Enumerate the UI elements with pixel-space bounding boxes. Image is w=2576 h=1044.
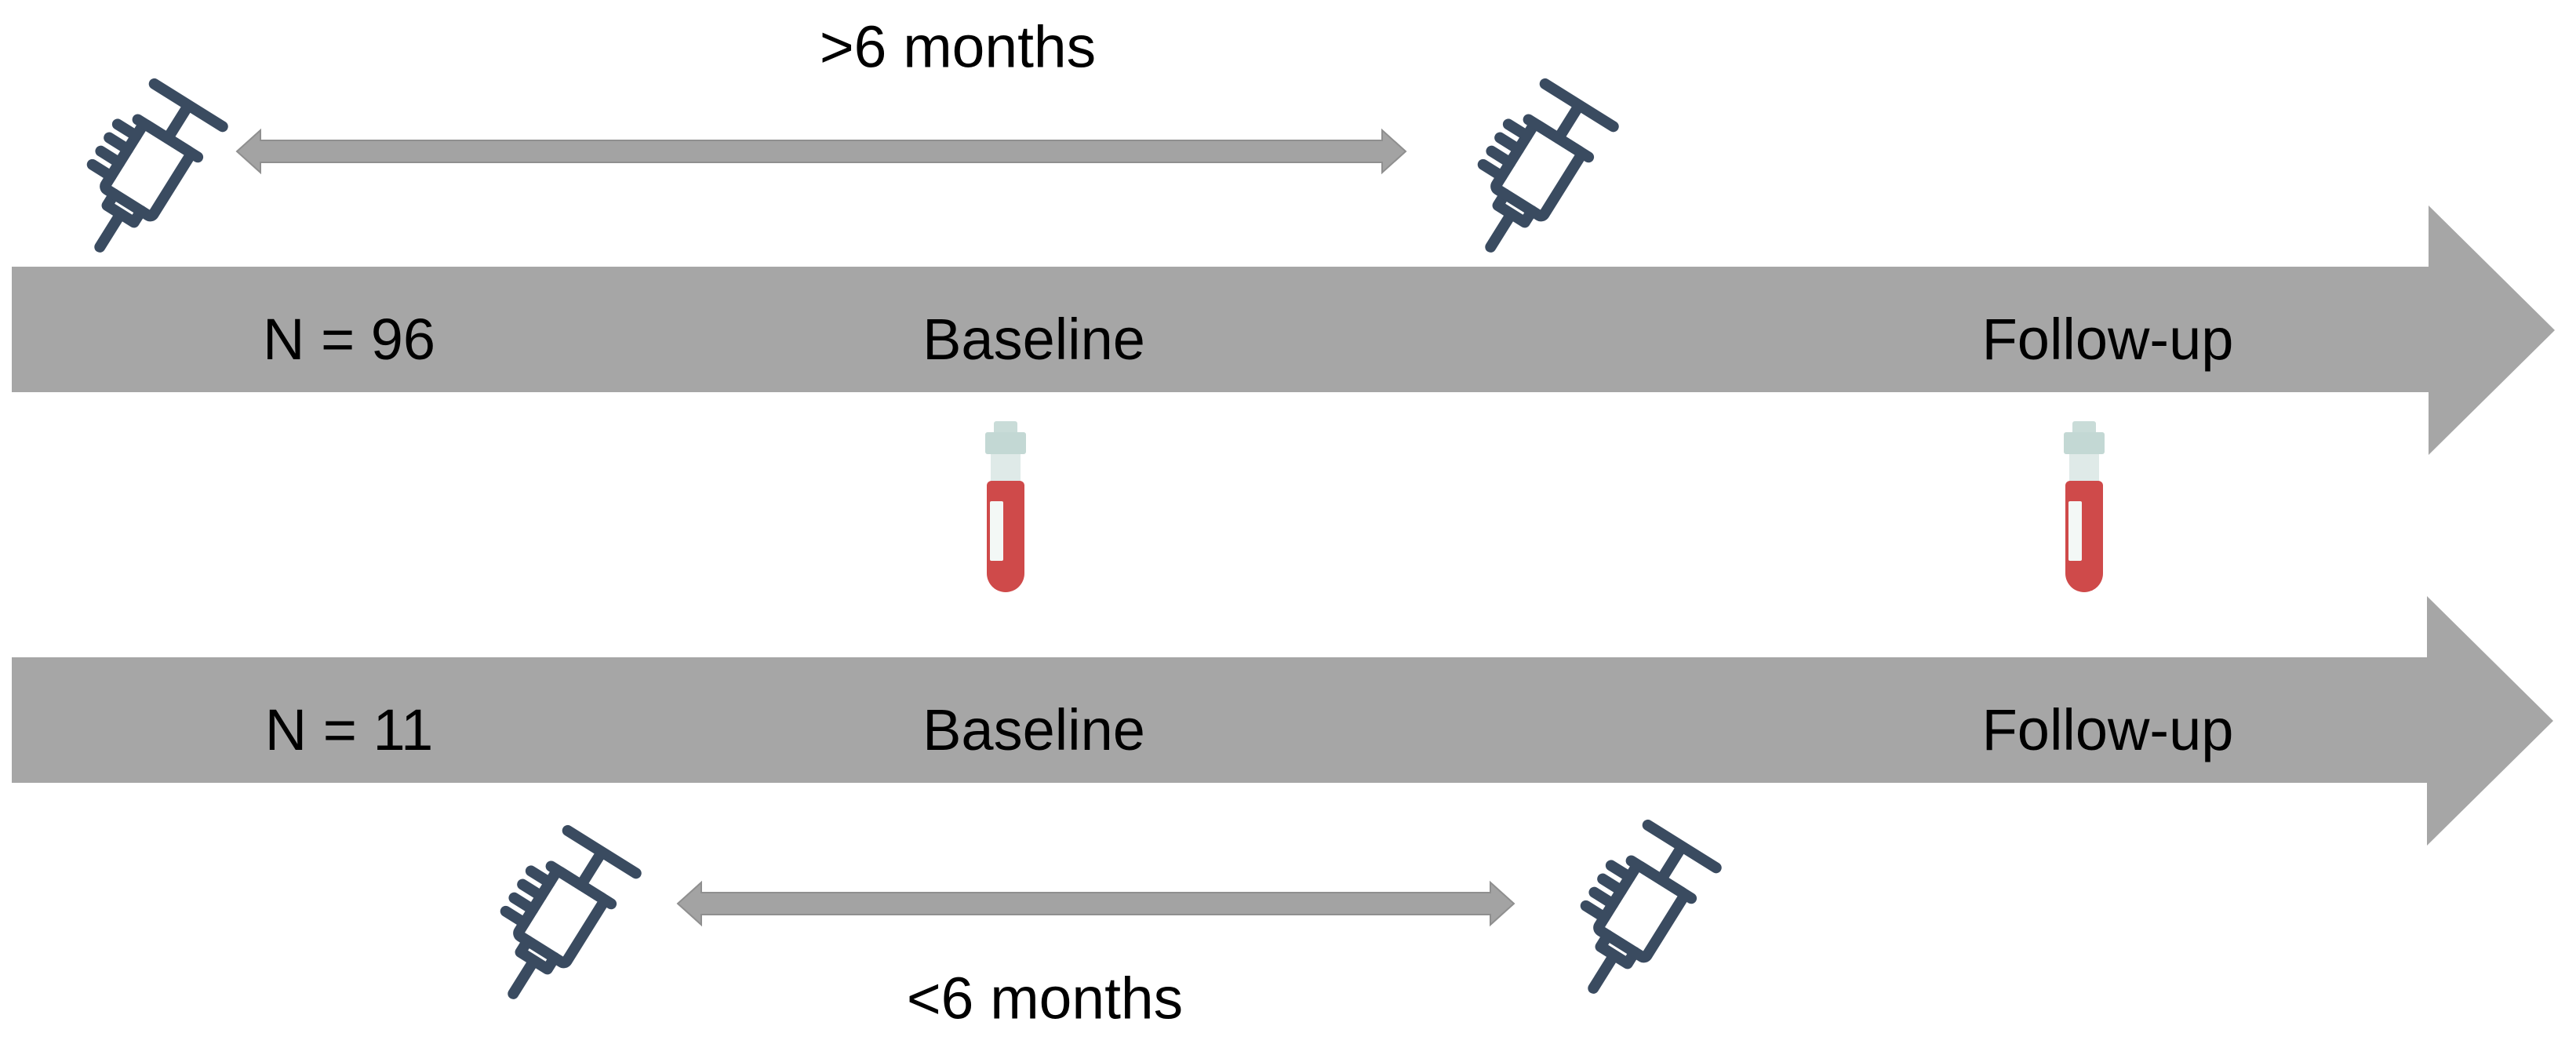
- top-interval-double-arrow: [235, 128, 1407, 175]
- bottom-interval-double-arrow-shape: [676, 880, 1515, 927]
- blood-tube-blood: [2065, 481, 2103, 592]
- syringe-icon-strokes: [500, 824, 642, 999]
- syringe-icon-strokes: [1477, 78, 1619, 253]
- blood-tube-neck: [2069, 454, 2099, 481]
- blood-tube-cap-knob: [994, 421, 1017, 435]
- blood-tube-icon-followup: [2064, 421, 2105, 592]
- blood-tube-cap-flange: [2064, 432, 2105, 454]
- blood-tube-cap-knob: [2072, 421, 2096, 435]
- row1-baseline-label: Baseline: [922, 307, 1145, 372]
- row2-followup-label: Follow-up: [1981, 697, 2234, 762]
- syringe-icon-top-right: [1437, 51, 1636, 278]
- timeline-arrow-row2: [12, 596, 2553, 846]
- blood-tube-blood: [987, 481, 1024, 592]
- blood-tube-neck: [991, 454, 1021, 481]
- syringe-icon-top-left: [46, 51, 246, 278]
- row1-n-label: N = 96: [262, 307, 436, 372]
- row1-followup-label: Follow-up: [1981, 307, 2234, 372]
- timeline-arrow-row1: [12, 206, 2555, 455]
- timeline-arrow-row1-shape: [12, 206, 2555, 455]
- top-interval-double-arrow-shape: [235, 128, 1407, 175]
- blood-tube-label-strip: [2068, 501, 2082, 561]
- bottom-interval-double-arrow: [676, 880, 1515, 927]
- row2-baseline-label: Baseline: [922, 697, 1145, 762]
- blood-tube-cap-flange: [985, 432, 1026, 454]
- timeline-arrow-row2-shape: [12, 596, 2553, 846]
- blood-tube-icon-baseline: [985, 421, 1026, 592]
- blood-tube-label-strip: [990, 501, 1003, 561]
- syringe-icon-bottom-right: [1540, 792, 1739, 1020]
- row2-n-label: N = 11: [264, 697, 434, 762]
- bottom-interval-label: <6 months: [906, 965, 1184, 1031]
- syringe-icon-strokes: [1580, 819, 1722, 994]
- top-interval-label: >6 months: [819, 13, 1097, 80]
- syringe-icon-strokes: [86, 78, 228, 253]
- syringe-icon-bottom-left: [460, 798, 659, 1025]
